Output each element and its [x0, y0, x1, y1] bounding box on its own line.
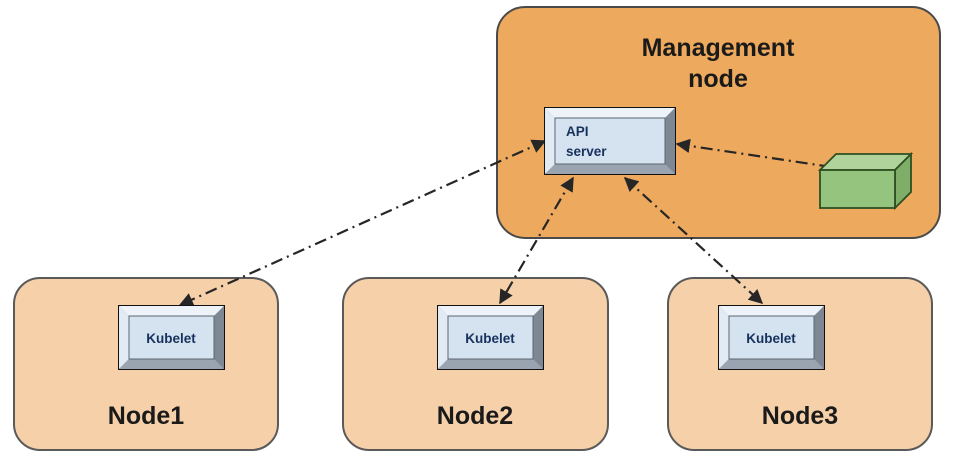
connector-layer: API server --> API server --> API server… [178, 138, 874, 307]
kubelet-node3-face [728, 315, 815, 360]
connector-kubelet-node3-to-api-server[interactable] [623, 177, 764, 304]
api-server-bevel-top [545, 108, 675, 118]
management-node-title-line1: Management [642, 34, 795, 62]
kubelet-node1-bevel-bottom [119, 359, 224, 369]
kubelet-node1-label: Kubelet [146, 331, 196, 346]
api-server-face [554, 117, 666, 165]
node2-title: Node2 [437, 402, 513, 430]
kubelet-node2-bevel-right [533, 306, 543, 369]
api-server-bevel-bottom [545, 164, 675, 174]
component-ca[interactable] [817, 151, 914, 211]
kubelet-node3-bevel-right [814, 306, 824, 369]
kubelet-node3-bevel-left [719, 306, 729, 369]
ca-front-face [819, 169, 896, 209]
management-node-title-line2: node [688, 65, 748, 93]
component-kubelet-node1[interactable]: Kubelet [118, 305, 225, 370]
kubelet-node2-label: Kubelet [465, 331, 515, 346]
api-server-bevel-right [665, 108, 675, 174]
kubelet-node3-bevel-top [719, 306, 824, 316]
node3-title: Node3 [762, 402, 838, 430]
component-kubelet-node2[interactable]: Kubelet [437, 305, 544, 370]
kubelet-node1-bevel-right [214, 306, 224, 369]
kubelet-node3-label: Kubelet [746, 331, 796, 346]
kubelet-node2-face [447, 315, 534, 360]
connector-kubelet-node1-to-api-server[interactable] [178, 139, 547, 307]
kubelet-node1-bevel-top [119, 306, 224, 316]
component-kubelet-node3[interactable]: Kubelet [718, 305, 825, 370]
kubelet-node2-bevel-top [438, 306, 543, 316]
kubelet-node3-bevel-bottom [719, 359, 824, 369]
kubelet-node2-bevel-bottom [438, 359, 543, 369]
api-server-label-line2: server [566, 144, 607, 159]
api-server-label-line1: API [566, 124, 589, 139]
node1-title: Node1 [108, 402, 185, 430]
kubelet-node1-face [128, 315, 215, 360]
api-server-bevel-left [545, 108, 555, 174]
kubelet-node2-bevel-left [438, 306, 448, 369]
connector-kubelet-node2-to-api-server[interactable] [499, 176, 574, 305]
kubelet-node1-bevel-left [119, 306, 129, 369]
component-api-server[interactable]: API server [544, 107, 676, 175]
connector-api-server-to-ca[interactable] [675, 138, 874, 179]
